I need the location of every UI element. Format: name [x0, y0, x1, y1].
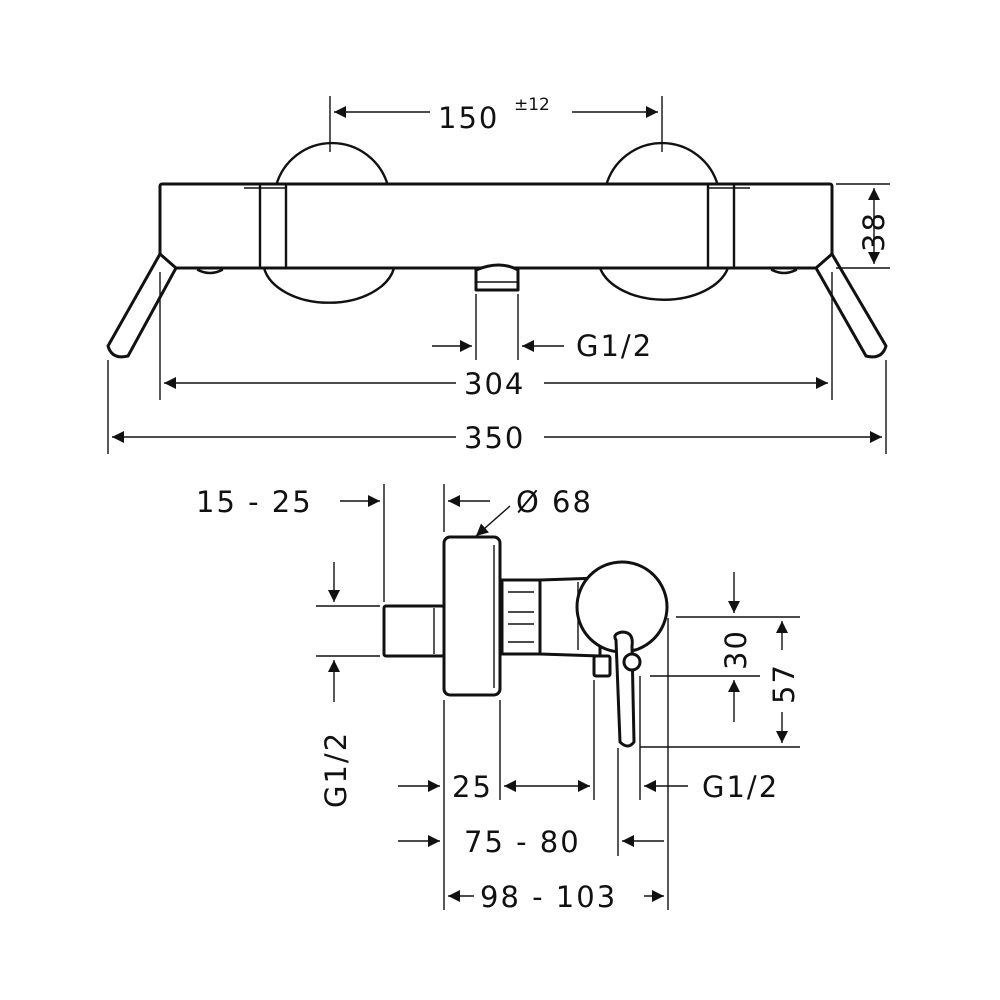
side-rosette — [442, 535, 502, 697]
side-outlet — [592, 654, 612, 678]
outlet-nipple — [474, 263, 520, 292]
dimension-lever-depth: 75 - 80 — [398, 748, 664, 859]
left-lever — [106, 252, 178, 359]
outlet-thread-label: G1/2 — [576, 329, 653, 363]
dimension-body-length: 304 — [159, 272, 833, 401]
lever-drop-label: 57 — [767, 663, 801, 704]
rosette-diameter-label: Ø 68 — [516, 485, 593, 519]
body-length-label: 304 — [464, 367, 525, 401]
dimension-outlet-drop: 30 — [650, 572, 800, 722]
dimension-overall-length: 350 — [107, 360, 887, 455]
lever-depth-label: 75 - 80 — [464, 825, 581, 859]
right-lever — [814, 252, 888, 359]
dimension-side-outlet-thread: G1/2 — [593, 676, 779, 804]
overall-depth-label: 98 - 103 — [480, 880, 617, 914]
dimension-wall-gap: 15 - 25 — [196, 484, 385, 602]
height-label: 38 — [857, 211, 891, 252]
side-lever — [613, 630, 636, 748]
lever-pivot — [622, 652, 642, 672]
left-rosette — [274, 141, 390, 188]
wall-gap-label: 15 - 25 — [196, 485, 313, 519]
overall-length-label: 350 — [464, 421, 525, 455]
inlet-thread-label: G1/2 — [319, 731, 353, 808]
body-foot — [770, 268, 798, 275]
dimension-lever-drop: 57 — [640, 621, 801, 748]
dimension-rosette-depth: 25 — [398, 700, 590, 910]
side-outlet-thread-label: G1/2 — [702, 770, 779, 804]
spacing-tolerance-label: ±12 — [514, 95, 550, 115]
inlet-nipple — [382, 604, 446, 658]
body-foot — [196, 268, 224, 275]
dimension-inlet-thread: G1/2 — [316, 562, 380, 808]
dimension-outlet-thread: G1/2 — [432, 294, 653, 363]
rosette-depth-label: 25 — [452, 770, 493, 804]
dimension-overall-depth: 98 - 103 — [448, 618, 669, 914]
outlet-drop-label: 30 — [719, 629, 753, 670]
right-rosette-lower — [598, 266, 730, 301]
dimension-rosette-diameter: Ø 68 — [443, 484, 593, 537]
side-view — [382, 535, 669, 748]
left-rosette-lower — [262, 266, 396, 304]
connection-nut — [500, 578, 542, 656]
dimension-spacing: 150 ±12 — [329, 95, 663, 152]
dimension-height: 38 — [836, 183, 891, 269]
front-view — [106, 141, 888, 359]
spacing-label: 150 — [438, 101, 499, 135]
